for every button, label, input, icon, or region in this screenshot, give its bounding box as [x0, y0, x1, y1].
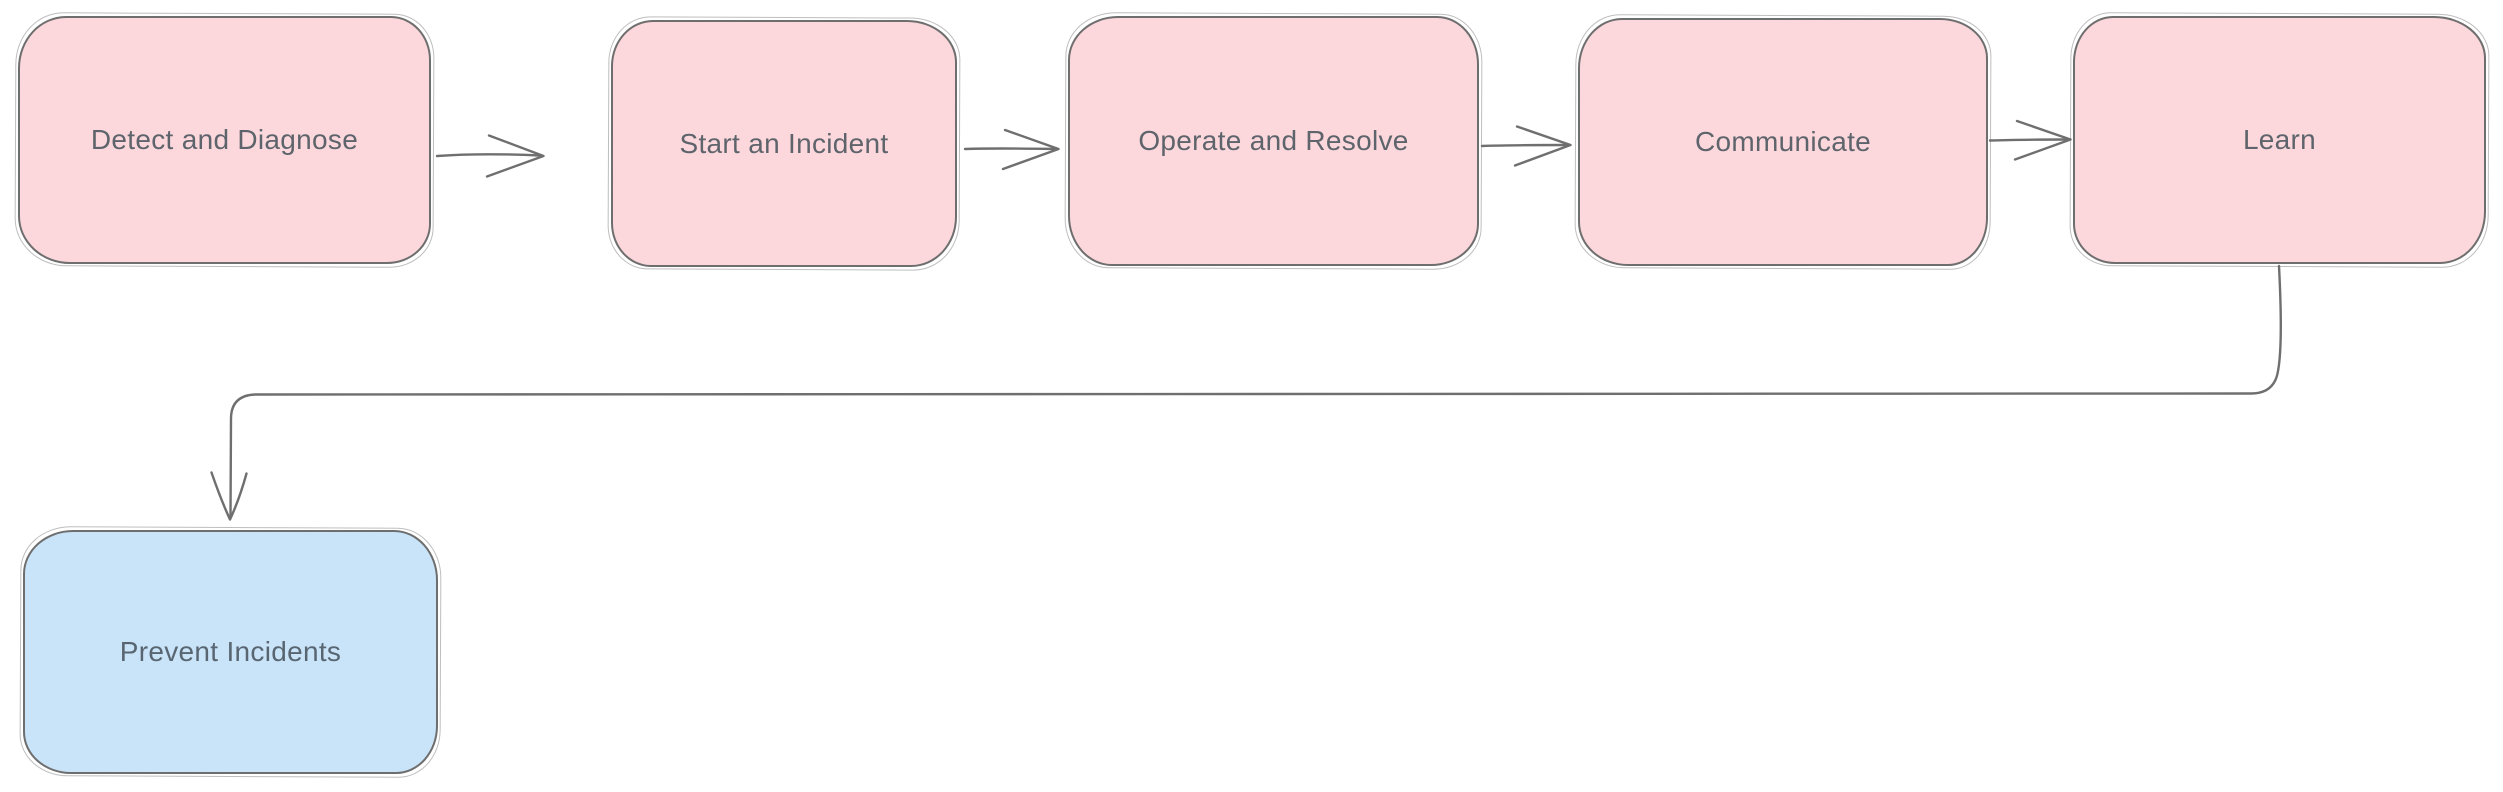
node-label-detect-and-diagnose: Detect and Diagnose: [90, 124, 359, 156]
edge-arrow-communicate-to-learn: [1988, 119, 2072, 161]
node-communicate[interactable]: Communicate: [1578, 18, 1988, 266]
edge-arrow-start-to-operate: [963, 128, 1060, 171]
node-label-communicate: Communicate: [1694, 126, 1872, 158]
node-operate-and-resolve[interactable]: Operate and Resolve: [1068, 16, 1479, 266]
edge-arrow-operate-to-communicate: [1480, 125, 1572, 167]
edge-arrow-learn-to-prevent: [210, 264, 2282, 521]
node-label-prevent-incidents: Prevent Incidents: [119, 636, 342, 668]
node-learn[interactable]: Learn: [2073, 16, 2486, 264]
node-label-learn: Learn: [2242, 124, 2317, 156]
node-label-operate-and-resolve: Operate and Resolve: [1138, 125, 1409, 157]
edge-arrow-detect-to-start: [435, 134, 545, 178]
node-label-start-an-incident: Start an Incident: [679, 127, 889, 159]
node-detect-and-diagnose[interactable]: Detect and Diagnose: [18, 16, 431, 264]
node-start-an-incident[interactable]: Start an Incident: [611, 20, 957, 267]
node-prevent-incidents[interactable]: Prevent Incidents: [23, 530, 438, 774]
